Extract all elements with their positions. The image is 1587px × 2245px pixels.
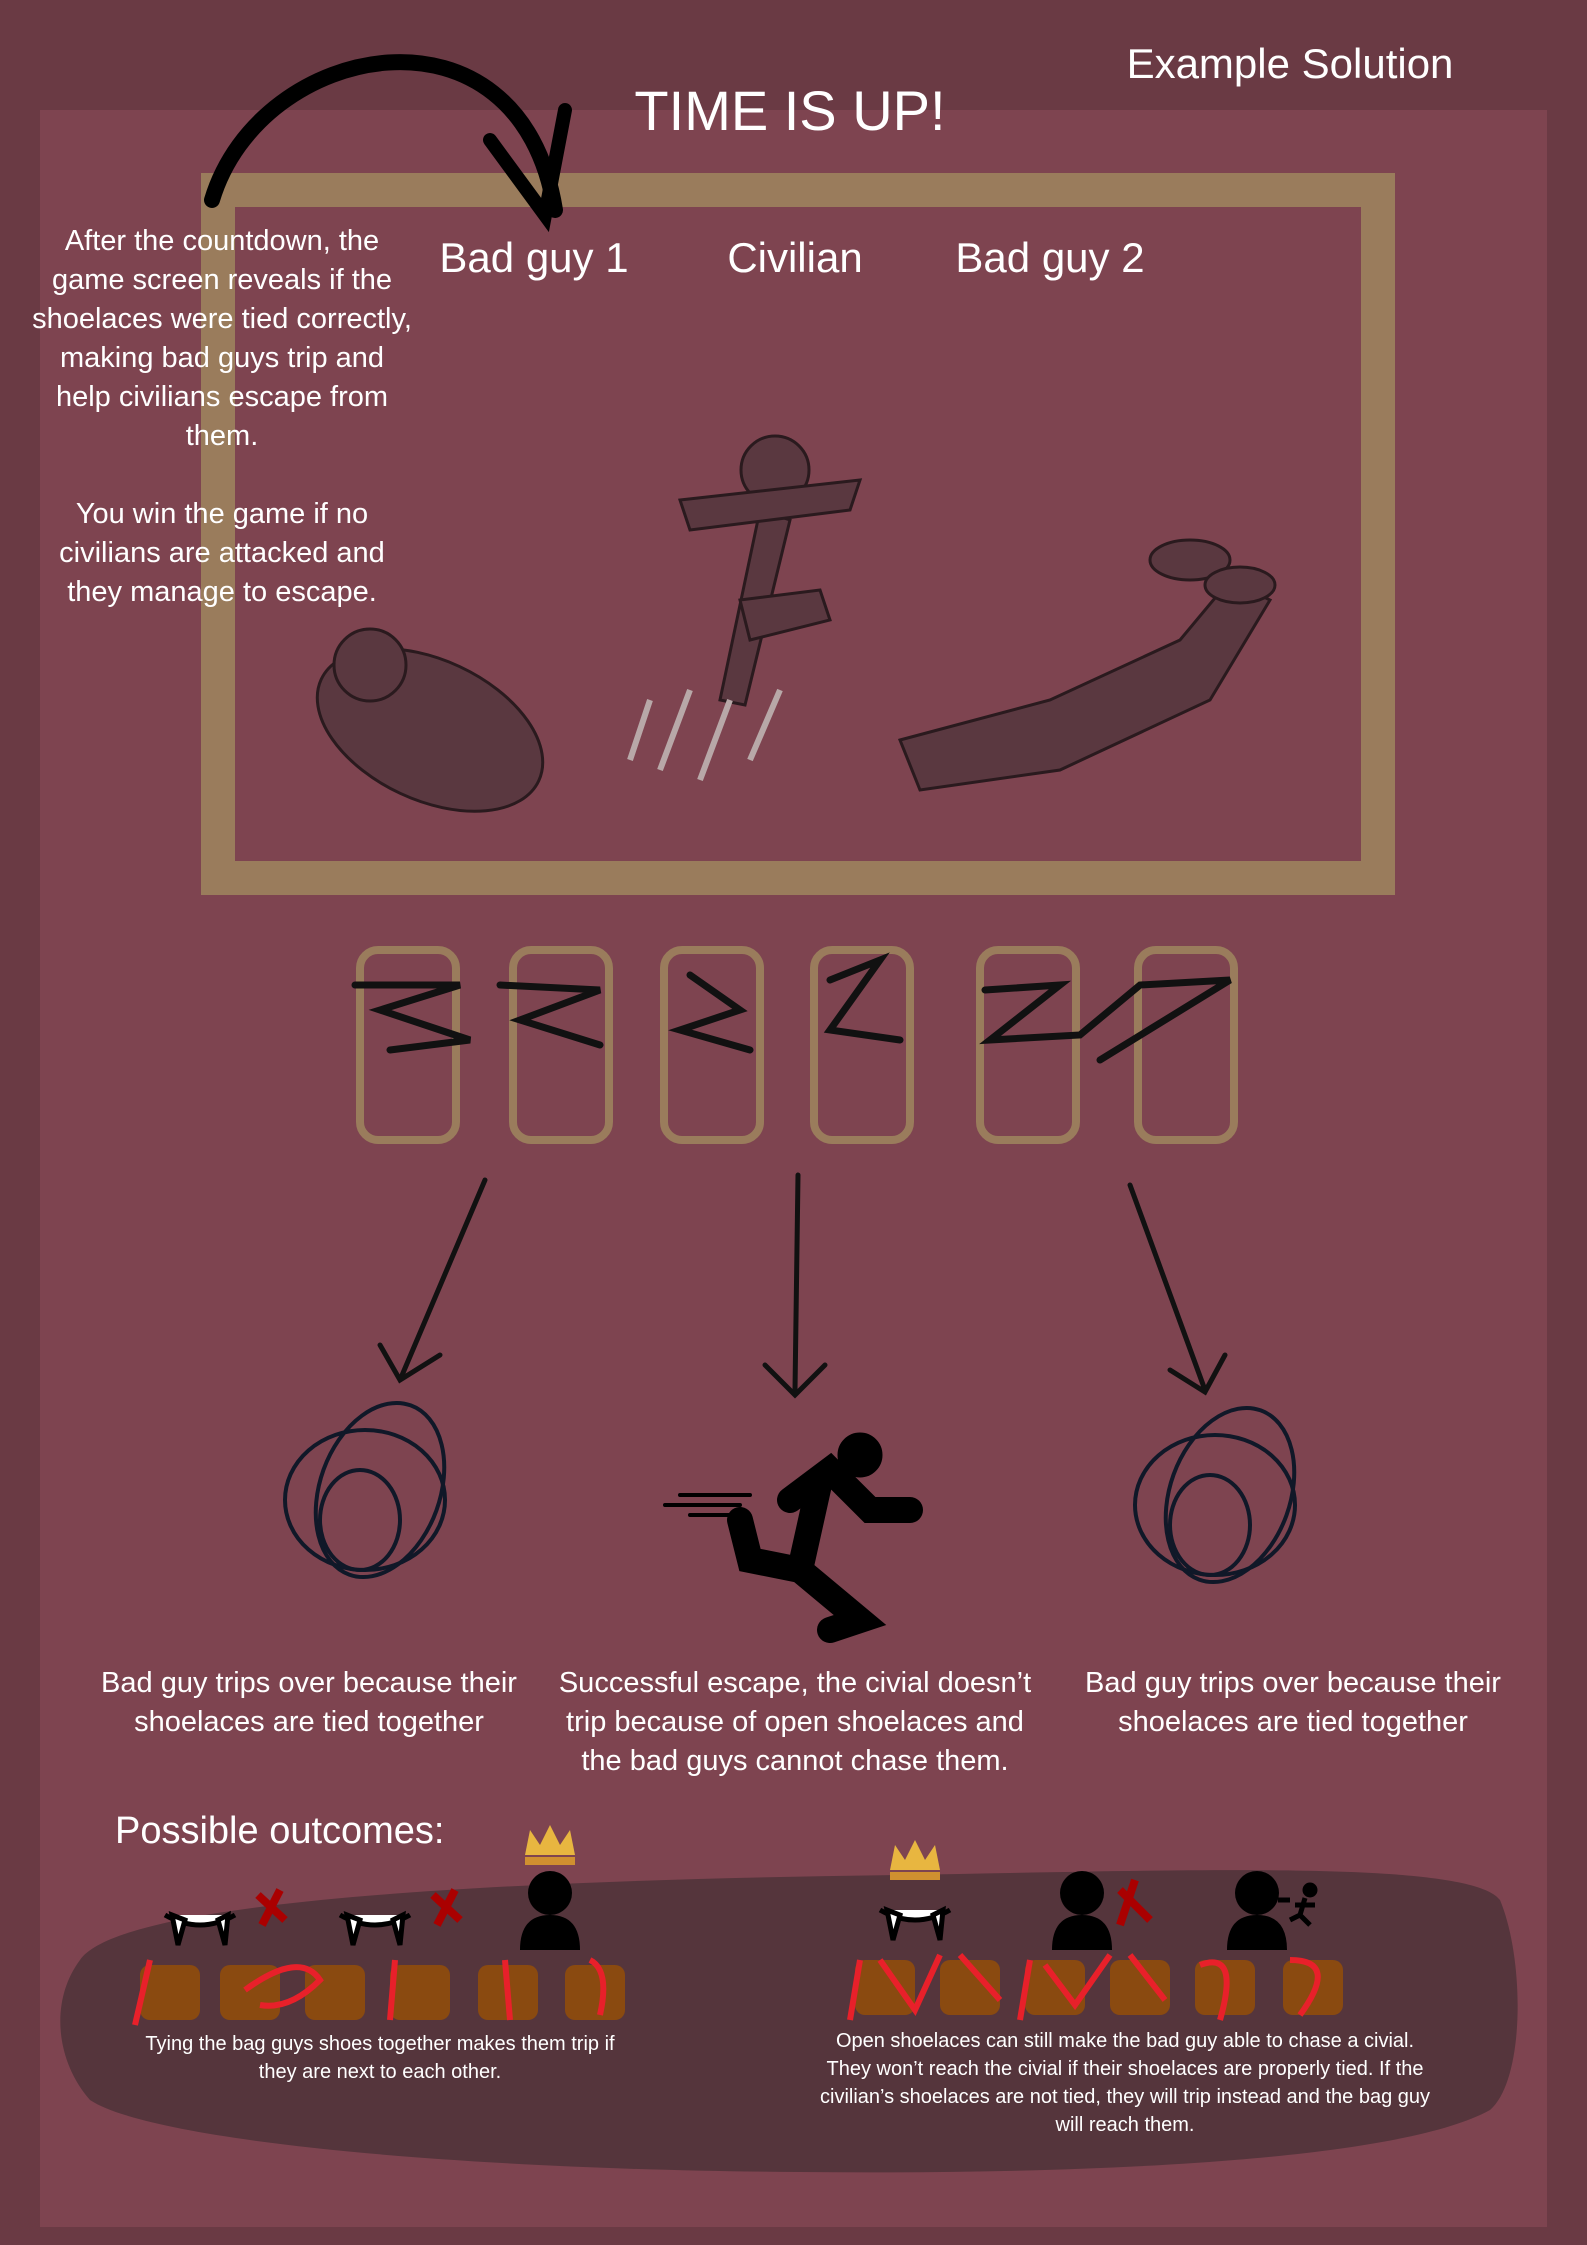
- example-solution-label: Example Solution: [1126, 40, 1454, 87]
- running-person-icon: [1278, 1882, 1318, 1927]
- arrow-head: [483, 103, 572, 233]
- civilian-person-icon: [1227, 1871, 1287, 1950]
- intro-paragraph: After the countdown, the game screen rev…: [32, 225, 412, 452]
- left-outcome-icons: [132, 1825, 625, 2026]
- label-bad-guy-1: Bad guy 1: [439, 234, 629, 281]
- tripping-bad-guy-1-figure: [315, 627, 545, 813]
- outcomes-background: [60, 1870, 1518, 2173]
- x-mark-icon: [255, 1888, 288, 1927]
- result-caption: Bad guy trips over because their shoelac…: [1085, 1667, 1501, 1738]
- crown-icon: [890, 1840, 940, 1880]
- scribble-icon: [283, 1400, 447, 1580]
- result-caption: Successful escape, the civial doesn’t tr…: [558, 1667, 1032, 1777]
- shoelace-scribbles: [351, 952, 1232, 1064]
- result-caption: Bad guy trips over because their shoelac…: [101, 1667, 517, 1738]
- right-outcome-icons: [847, 1840, 1343, 2021]
- shoelace-marks: [847, 1953, 1321, 2021]
- right-outcome-caption: Open shoelaces can still make the bad gu…: [820, 2030, 1430, 2136]
- fangs-icon: [878, 1905, 952, 1941]
- left-outcome-caption: Tying the bag guys shoes together makes …: [145, 2033, 615, 2083]
- tripping-bad-guy-2-figure: [897, 538, 1277, 792]
- scribble-icon: [1133, 1405, 1297, 1585]
- running-person-icon: [663, 1432, 923, 1643]
- shoelace-marks: [132, 1957, 607, 2026]
- curved-arrow-icon: [204, 54, 563, 218]
- civilian-person-icon: [1052, 1871, 1112, 1950]
- screen-boots: [356, 946, 1238, 1144]
- civilian-person-icon: [520, 1871, 580, 1950]
- intro-paragraph: You win the game if no civilians are att…: [59, 498, 385, 608]
- down-arrows: [377, 1172, 1228, 1399]
- fangs-icon: [163, 1910, 237, 1946]
- page-title: TIME IS UP!: [634, 79, 946, 142]
- x-mark-icon: [430, 1888, 463, 1927]
- intro-text: After the countdown, the game screen rev…: [32, 222, 412, 612]
- crown-icon: [525, 1825, 575, 1865]
- label-bad-guy-2: Bad guy 2: [955, 234, 1145, 281]
- game-screen-frame: [201, 173, 1395, 895]
- fangs-icon: [338, 1910, 412, 1946]
- running-civilian-figure: [627, 434, 863, 782]
- label-civilian: Civilian: [727, 234, 863, 281]
- outcomes-heading: Possible outcomes:: [115, 1810, 445, 1852]
- x-mark-icon: [1116, 1878, 1153, 1927]
